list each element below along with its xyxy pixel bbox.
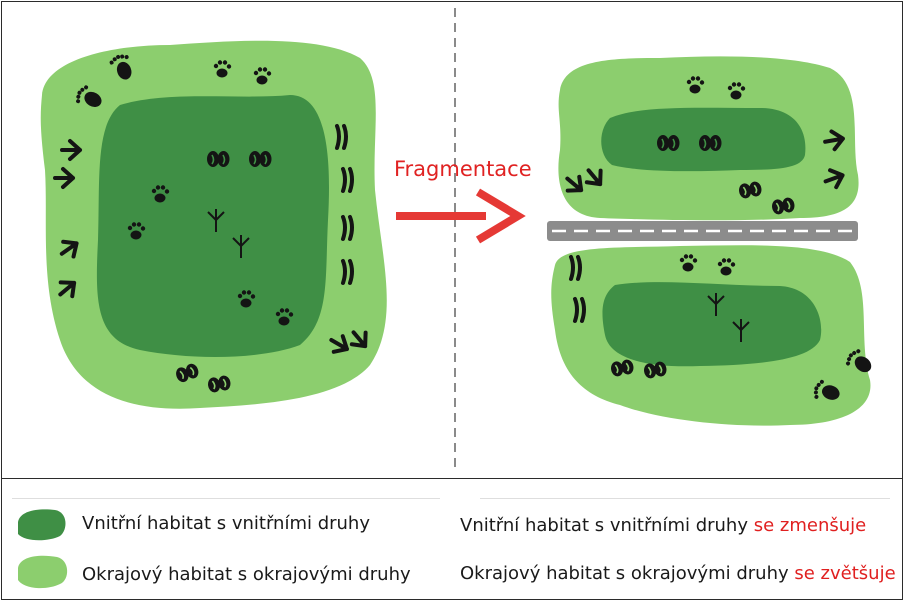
legend-edge-swatch — [18, 555, 68, 589]
legend-separator — [1, 478, 903, 479]
outcome-inner-change: se zmenšuje — [753, 515, 867, 536]
inner-habitat-region — [96, 95, 330, 357]
legend-inner-swatch — [18, 509, 66, 541]
inner-habitat-region-bottom — [602, 282, 822, 367]
arrow-right-icon — [396, 188, 526, 244]
intact-habitat — [40, 40, 387, 409]
legend-inner-label: Vnitřní habitat s vnitřními druhy — [82, 513, 370, 534]
outcome-edge: Okrajový habitat s okrajovými druhy se z… — [460, 563, 896, 584]
legend-rule-left — [12, 498, 440, 499]
fragmented-habitat — [547, 56, 876, 426]
outcome-edge-text: Okrajový habitat s okrajovými druhy — [460, 563, 789, 584]
outcome-inner: Vnitřní habitat s vnitřními druhy se zme… — [460, 515, 866, 536]
fragmentation-label: Fragmentace — [394, 157, 532, 181]
outcome-inner-text: Vnitřní habitat s vnitřními druhy — [460, 515, 748, 536]
road-icon — [547, 221, 858, 241]
legend-rule-right — [480, 498, 890, 499]
legend-edge-label: Okrajový habitat s okrajovými druhy — [82, 564, 411, 585]
outcome-edge-change: se zvětšuje — [794, 563, 896, 584]
